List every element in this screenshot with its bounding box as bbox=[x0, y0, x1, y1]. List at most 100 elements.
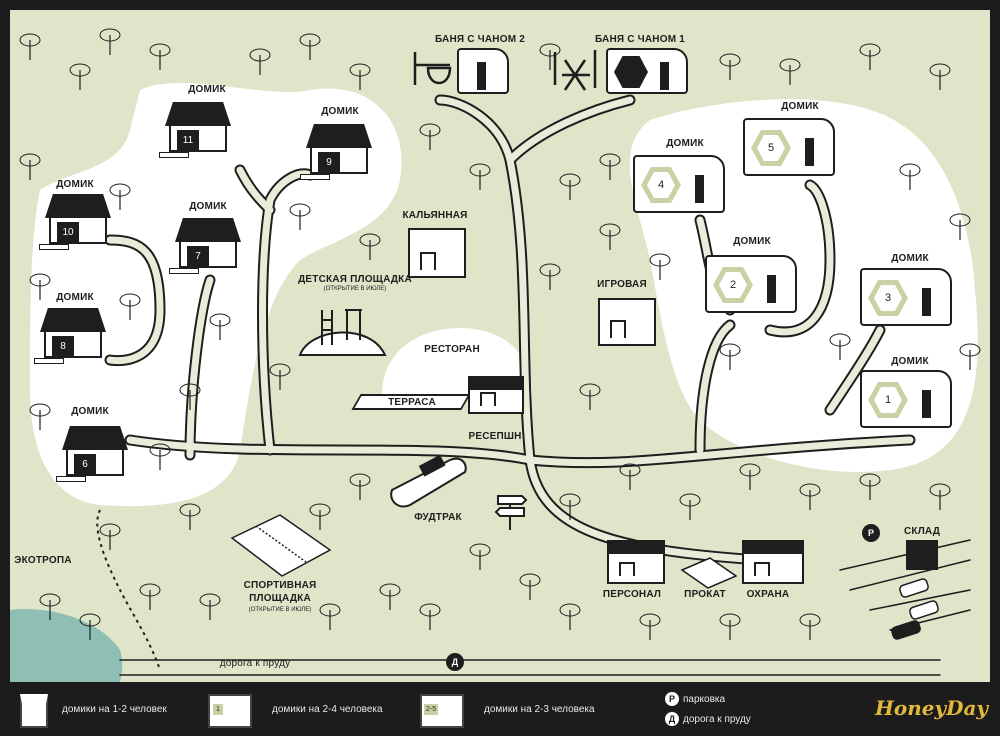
sports-court bbox=[230, 514, 332, 577]
house-6[interactable]: 6 bbox=[56, 426, 128, 482]
banya-2-label: БАНЯ С ЧАНОМ 2 bbox=[435, 34, 525, 45]
resort-map: ДОМИК 11 ДОМИК 9 ДОМИК 10 ДОМИК 7 ДОМИК … bbox=[10, 10, 990, 682]
signpost-icon bbox=[494, 495, 528, 530]
house-number: 10 bbox=[57, 222, 79, 242]
rental-label: ПРОКАТ bbox=[684, 589, 726, 600]
ecotrail-label: ЭКОТРОПА bbox=[14, 555, 72, 566]
house-number: 5 bbox=[757, 135, 785, 161]
tree-icon bbox=[359, 233, 381, 260]
tree-icon bbox=[539, 43, 561, 70]
house-number: 1 bbox=[874, 387, 902, 413]
tree-icon bbox=[799, 483, 821, 510]
house-2-label: ДОМИК bbox=[733, 236, 771, 247]
tree-icon bbox=[469, 163, 491, 190]
tree-icon bbox=[29, 403, 51, 430]
tree-icon bbox=[599, 223, 621, 250]
reception-label: РЕСЕПШН bbox=[468, 431, 522, 442]
house-7[interactable]: 7 bbox=[169, 218, 241, 274]
house-5[interactable]: 5 bbox=[743, 118, 835, 176]
house-9[interactable]: 9 bbox=[300, 124, 372, 180]
house-4[interactable]: 4 bbox=[633, 155, 725, 213]
trees bbox=[19, 28, 981, 640]
house-7-label: ДОМИК bbox=[189, 201, 227, 212]
tree-icon bbox=[539, 263, 561, 290]
tree-icon bbox=[139, 583, 161, 610]
tree-icon bbox=[639, 613, 661, 640]
ecotrail-path bbox=[96, 509, 161, 671]
tree-icon bbox=[719, 613, 741, 640]
house-number: 9 bbox=[318, 152, 340, 172]
tree-icon bbox=[39, 593, 61, 620]
foodtruck-label: ФУДТРАК bbox=[414, 512, 462, 523]
tree-icon bbox=[719, 53, 741, 80]
house-8-label: ДОМИК bbox=[56, 292, 94, 303]
house-10[interactable]: 10 bbox=[39, 194, 111, 250]
banya-2[interactable] bbox=[457, 48, 509, 94]
gameroom-label: ИГРОВАЯ bbox=[597, 279, 647, 290]
legend-hex-houses: домики на 2-4 человека bbox=[272, 704, 383, 715]
tree-icon bbox=[99, 28, 121, 55]
house-2[interactable]: 2 bbox=[705, 255, 797, 313]
legend-hex-house-icon: 1 bbox=[208, 694, 252, 728]
tree-icon bbox=[899, 163, 921, 190]
house-3[interactable]: 3 bbox=[860, 268, 952, 326]
tree-icon bbox=[149, 43, 171, 70]
house-number: 11 bbox=[177, 130, 199, 150]
banya-1-label: БАНЯ С ЧАНОМ 1 bbox=[595, 34, 685, 45]
sports-note: (ОТКРЫТИЕ В ИЮЛЕ) bbox=[248, 607, 312, 613]
legend-small-house-icon bbox=[20, 694, 48, 728]
map-background bbox=[10, 28, 981, 682]
tree-icon bbox=[739, 463, 761, 490]
legend: домики на 1-2 человек 1 домики на 2-4 че… bbox=[0, 684, 1000, 736]
tree-icon bbox=[929, 63, 951, 90]
playground-icon bbox=[298, 309, 387, 356]
parked-cars bbox=[891, 578, 939, 640]
staff-label: ПЕРСОНАЛ bbox=[602, 589, 662, 600]
hookah-lounge[interactable] bbox=[408, 228, 466, 278]
staff-building[interactable] bbox=[607, 540, 665, 584]
tree-icon bbox=[19, 153, 41, 180]
house-8[interactable]: 8 bbox=[34, 308, 106, 364]
legend-hex2-houses: домики на 2-3 человека bbox=[484, 704, 595, 715]
house-number: 8 bbox=[52, 336, 74, 356]
tree-icon bbox=[109, 183, 131, 210]
gameroom[interactable] bbox=[598, 298, 656, 346]
tree-icon bbox=[829, 333, 851, 360]
house-number: 7 bbox=[187, 246, 209, 266]
roads bbox=[104, 94, 971, 676]
tree-icon bbox=[599, 153, 621, 180]
house-11[interactable]: 11 bbox=[159, 102, 231, 158]
tree-icon bbox=[419, 603, 441, 630]
rental-mat bbox=[680, 557, 738, 589]
legend-small-houses: домики на 1-2 человек bbox=[62, 704, 167, 715]
tree-icon bbox=[779, 58, 801, 85]
banya-1[interactable] bbox=[606, 48, 688, 94]
tree-icon bbox=[559, 603, 581, 630]
tree-icon bbox=[469, 543, 491, 570]
house-4-label: ДОМИК bbox=[666, 138, 704, 149]
tree-icon bbox=[299, 33, 321, 60]
storage-label: СКЛАД bbox=[903, 526, 941, 537]
tree-icon bbox=[949, 213, 971, 240]
tree-icon bbox=[649, 253, 671, 280]
house-1[interactable]: 1 bbox=[860, 370, 952, 428]
security-building[interactable] bbox=[742, 540, 804, 584]
house-number: 2 bbox=[719, 272, 747, 298]
terrace-label: ТЕРРАСА bbox=[388, 397, 436, 408]
tree-icon bbox=[619, 463, 641, 490]
parking-marker: Р bbox=[862, 524, 880, 542]
tree-icon bbox=[179, 383, 201, 410]
tree-icon bbox=[269, 363, 291, 390]
tree-icon bbox=[719, 343, 741, 370]
tree-icon bbox=[959, 343, 981, 370]
tree-icon bbox=[859, 43, 881, 70]
reception[interactable] bbox=[468, 376, 524, 414]
tree-icon bbox=[29, 273, 51, 300]
house-11-label: ДОМИК bbox=[188, 84, 226, 95]
security-label: ОХРАНА bbox=[746, 589, 790, 600]
house-6-label: ДОМИК bbox=[71, 406, 109, 417]
storage-building[interactable] bbox=[906, 540, 938, 570]
tree-icon bbox=[289, 203, 311, 230]
sports-label: СПОРТИВНАЯ bbox=[243, 580, 317, 591]
